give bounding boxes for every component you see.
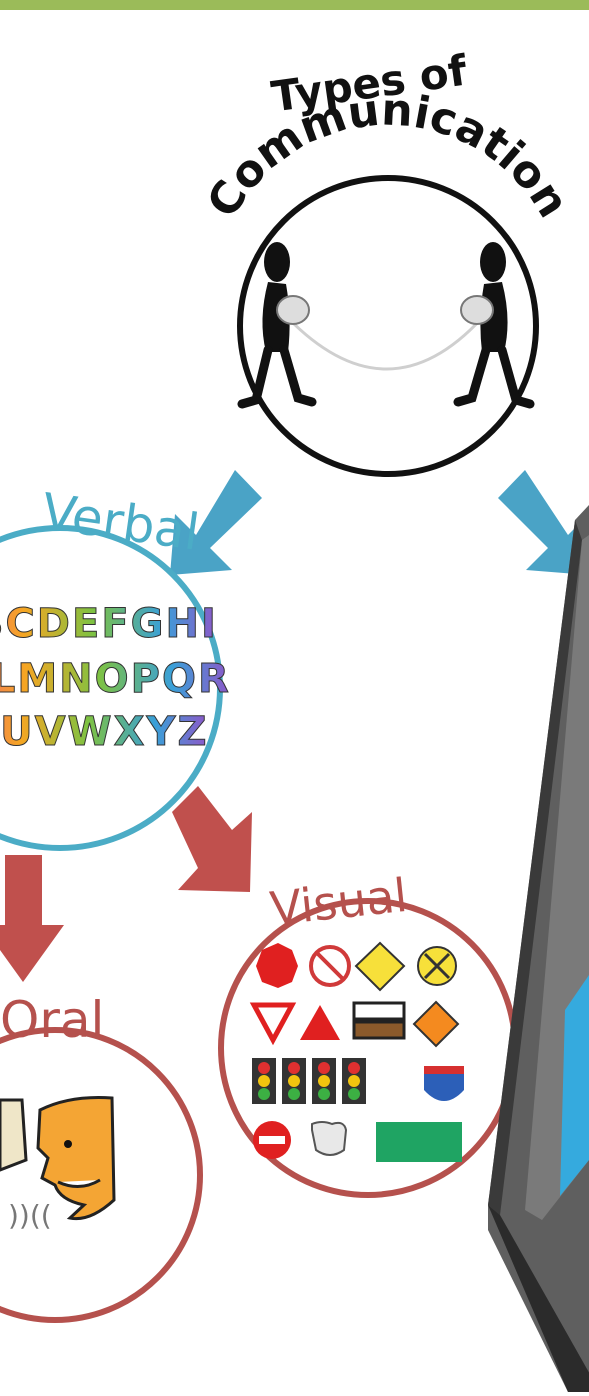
- letter-row-2: JKLMNOPQR: [0, 656, 231, 702]
- top-border: [0, 0, 589, 10]
- oral-circle: Oral ))((: [0, 991, 203, 1323]
- oral-label: Oral: [0, 991, 104, 1049]
- letter-row-3: STUVWXYZ: [0, 709, 208, 755]
- alphabet-blocks-icon: ABCDEFGHI JKLMNOPQR STUVWXYZ: [0, 601, 231, 756]
- visual-circle: Visual: [218, 868, 518, 1198]
- arrow-to-verbal: [170, 470, 262, 575]
- arrow-to-oral: [0, 855, 64, 982]
- letter-row-1: ABCDEFGHI: [0, 601, 218, 647]
- traffic-lights: [252, 1058, 366, 1104]
- slide-decoration: [488, 505, 589, 1392]
- arrow-to-nonverbal: [498, 470, 589, 575]
- road-signs-icon: [249, 941, 464, 1162]
- talking-faces-icon: ))((: [0, 1096, 116, 1232]
- sound-marks: ))((: [8, 1199, 52, 1232]
- main-circle: [237, 175, 539, 477]
- arrow-to-visual: [172, 786, 252, 892]
- two-figures-on-string-phone-icon: [237, 242, 535, 409]
- verbal-circle: Verbal ABCDEFGHI JKLMNOPQR STUVWXYZ: [0, 482, 231, 851]
